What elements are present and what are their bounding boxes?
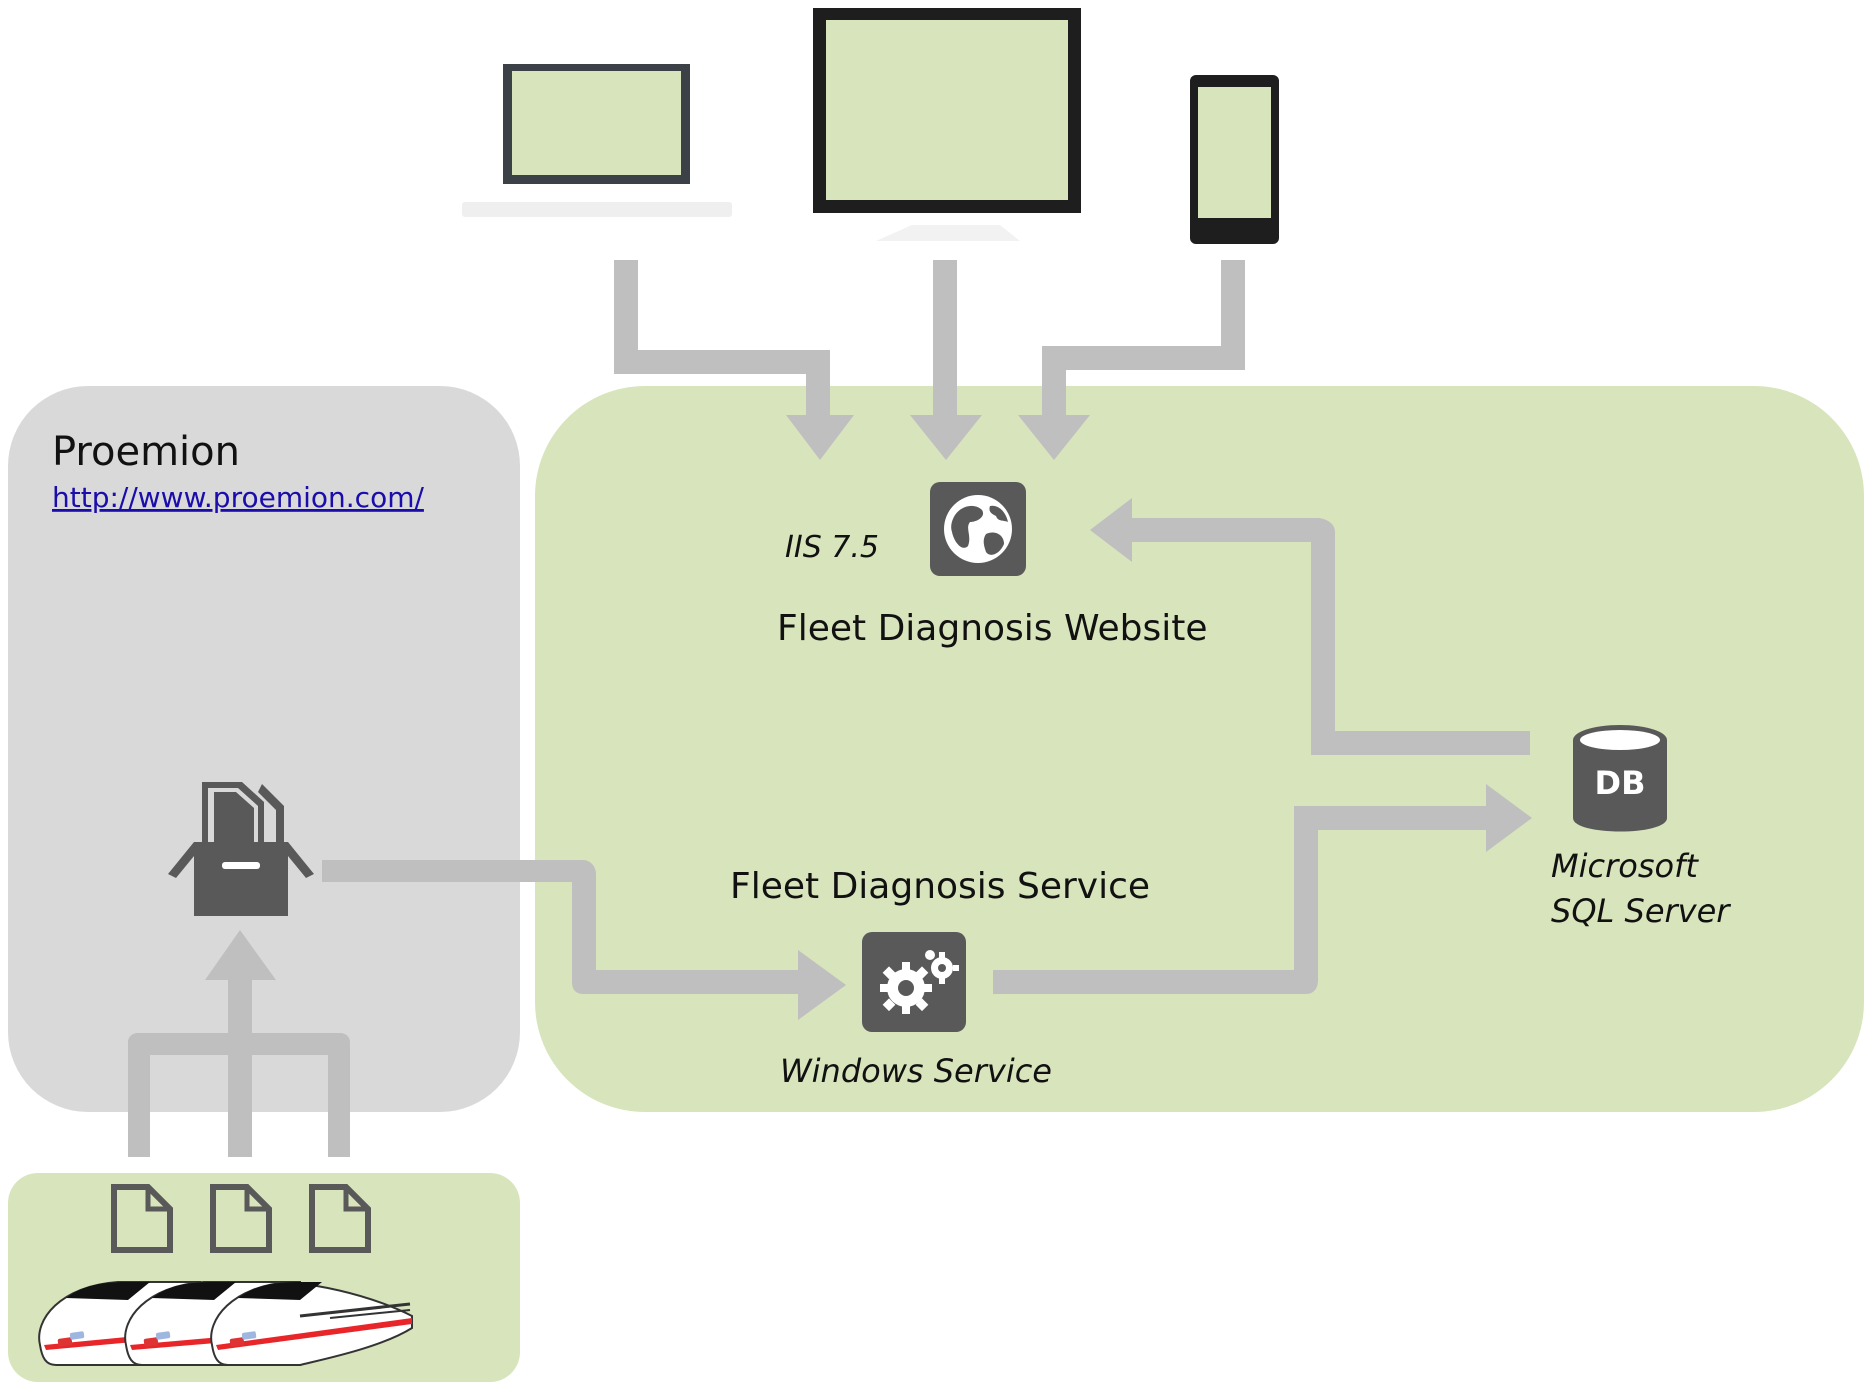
files-to-archive-arrows	[128, 930, 350, 1157]
db-to-website-arrow	[1090, 498, 1530, 755]
phone-icon	[1190, 75, 1279, 244]
train-icon	[38, 1280, 413, 1366]
gears-icon	[862, 932, 966, 1032]
laptop-icon	[462, 64, 732, 217]
service-to-db-arrow	[993, 784, 1532, 994]
website-server-label: IIS 7.5	[785, 530, 879, 565]
service-subtitle: Windows Service	[780, 1052, 1052, 1090]
proemion-title: Proemion	[52, 429, 240, 475]
client-arrows	[614, 260, 1245, 460]
file-icon	[309, 1184, 371, 1253]
archive-box-icon	[168, 782, 314, 916]
proemion-panel	[8, 386, 520, 1112]
service-title: Fleet Diagnosis Service	[730, 866, 1150, 907]
archive-to-service-arrow	[322, 860, 846, 1020]
server-panel	[535, 386, 1864, 1112]
website-title: Fleet Diagnosis Website	[777, 608, 1208, 649]
file-icon	[210, 1184, 272, 1253]
proemion-link[interactable]: http://www.proemion.com/	[52, 481, 424, 514]
db-label-line1: Microsoft	[1551, 847, 1699, 885]
db-label-line2: SQL Server	[1551, 892, 1731, 930]
website-server	[930, 482, 1026, 576]
db-icon-label: DB	[1595, 764, 1646, 802]
monitor-icon	[813, 8, 1081, 241]
file-icon	[111, 1184, 173, 1253]
database-icon: DB	[1573, 725, 1667, 832]
